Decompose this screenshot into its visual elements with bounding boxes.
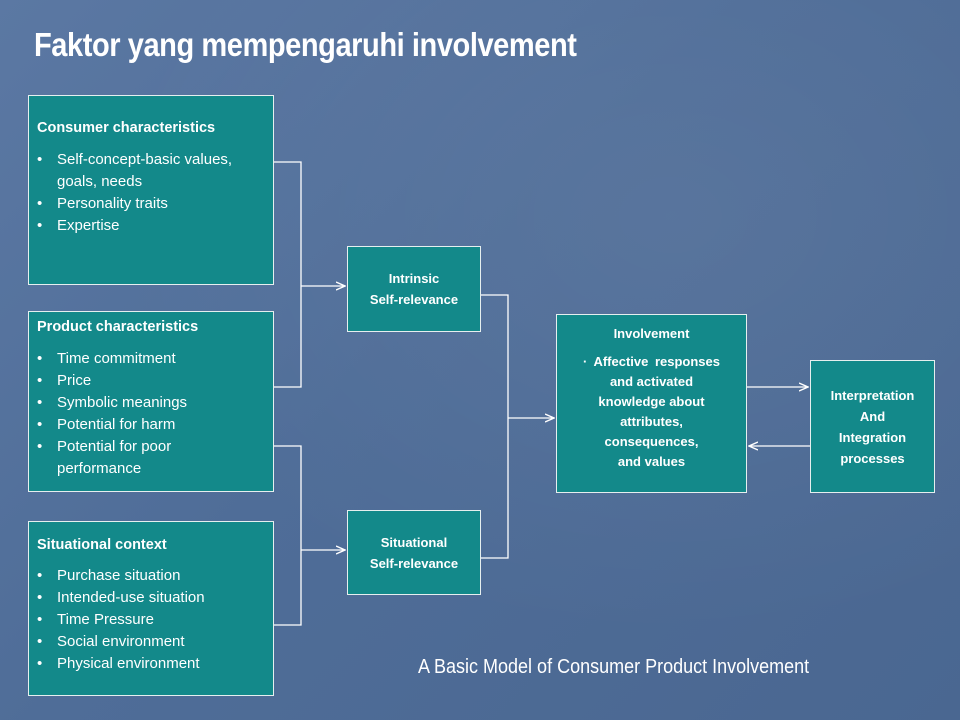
- list-item: •Purchase situation: [37, 567, 181, 584]
- situational-label-line-2: Self-relevance: [369, 555, 459, 571]
- diagram-caption: A Basic Model of Consumer Product Involv…: [418, 656, 810, 678]
- product-characteristics-list: •Time commitment •Price •Symbolic meanin…: [37, 348, 267, 480]
- product-characteristics-box: Product characteristics •Time commitment…: [28, 311, 274, 492]
- interpretation-integration-box: Interpretation And Integration processes: [810, 360, 935, 493]
- list-item: •Expertise: [37, 217, 120, 234]
- involvement-description: · Affective responses and activated know…: [557, 352, 746, 472]
- list-item: •Time commitment: [37, 350, 176, 367]
- interpretation-line: Interpretation: [830, 387, 915, 403]
- connector-consumer: [274, 161, 302, 388]
- intrinsic-label-line-2: Self-relevance: [369, 292, 459, 307]
- intrinsic-self-relevance-box: Intrinsic Self-relevance: [347, 246, 481, 332]
- interpretation-line: Integration: [838, 429, 907, 445]
- connector-relevance: [481, 294, 509, 559]
- interpretation-line: And: [859, 408, 886, 424]
- list-item: •Personality traits: [37, 195, 168, 212]
- involvement-line: and activated: [609, 374, 694, 389]
- list-item: •Symbolic meanings: [37, 394, 188, 411]
- intrinsic-label-line-1: Intrinsic: [388, 271, 440, 286]
- situational-context-list: •Purchase situation •Intended-use situat…: [37, 565, 267, 675]
- list-item: •Price: [37, 372, 92, 389]
- situational-context-box: Situational context •Purchase situation …: [28, 521, 274, 696]
- page-title: Faktor yang mempengaruhi involvement: [34, 26, 577, 63]
- involvement-line: · Affective responses: [582, 354, 720, 369]
- list-item: •Social environment: [37, 633, 185, 650]
- list-item: •Self-concept-basic values, goals, needs: [37, 151, 233, 190]
- involvement-line: consequences,: [604, 434, 699, 449]
- list-item: •Intended-use situation: [37, 589, 205, 606]
- involvement-line: and values: [617, 454, 686, 469]
- list-item: •Physical environment: [37, 655, 200, 672]
- consumer-characteristics-list: •Self-concept-basic values, goals, needs…: [37, 149, 267, 237]
- product-characteristics-heading: Product characteristics: [37, 319, 199, 335]
- situational-self-relevance-box: Situational Self-relevance: [347, 510, 481, 595]
- involvement-heading: Involvement: [613, 326, 690, 341]
- involvement-box: Involvement · Affective responses and ac…: [556, 314, 747, 493]
- consumer-characteristics-box: Consumer characteristics •Self-concept-b…: [28, 95, 274, 285]
- connector-product: [274, 445, 302, 626]
- involvement-line: attributes,: [620, 414, 683, 429]
- interpretation-line: processes: [840, 450, 905, 466]
- involvement-line: knowledge about: [598, 394, 705, 409]
- situational-label-line-1: Situational: [380, 534, 448, 550]
- list-item: •Time Pressure: [37, 611, 154, 628]
- consumer-characteristics-heading: Consumer characteristics: [37, 120, 216, 136]
- list-item: •Potential for poor performance: [37, 438, 172, 477]
- situational-context-heading: Situational context: [37, 537, 167, 553]
- list-item: •Potential for harm: [37, 416, 176, 433]
